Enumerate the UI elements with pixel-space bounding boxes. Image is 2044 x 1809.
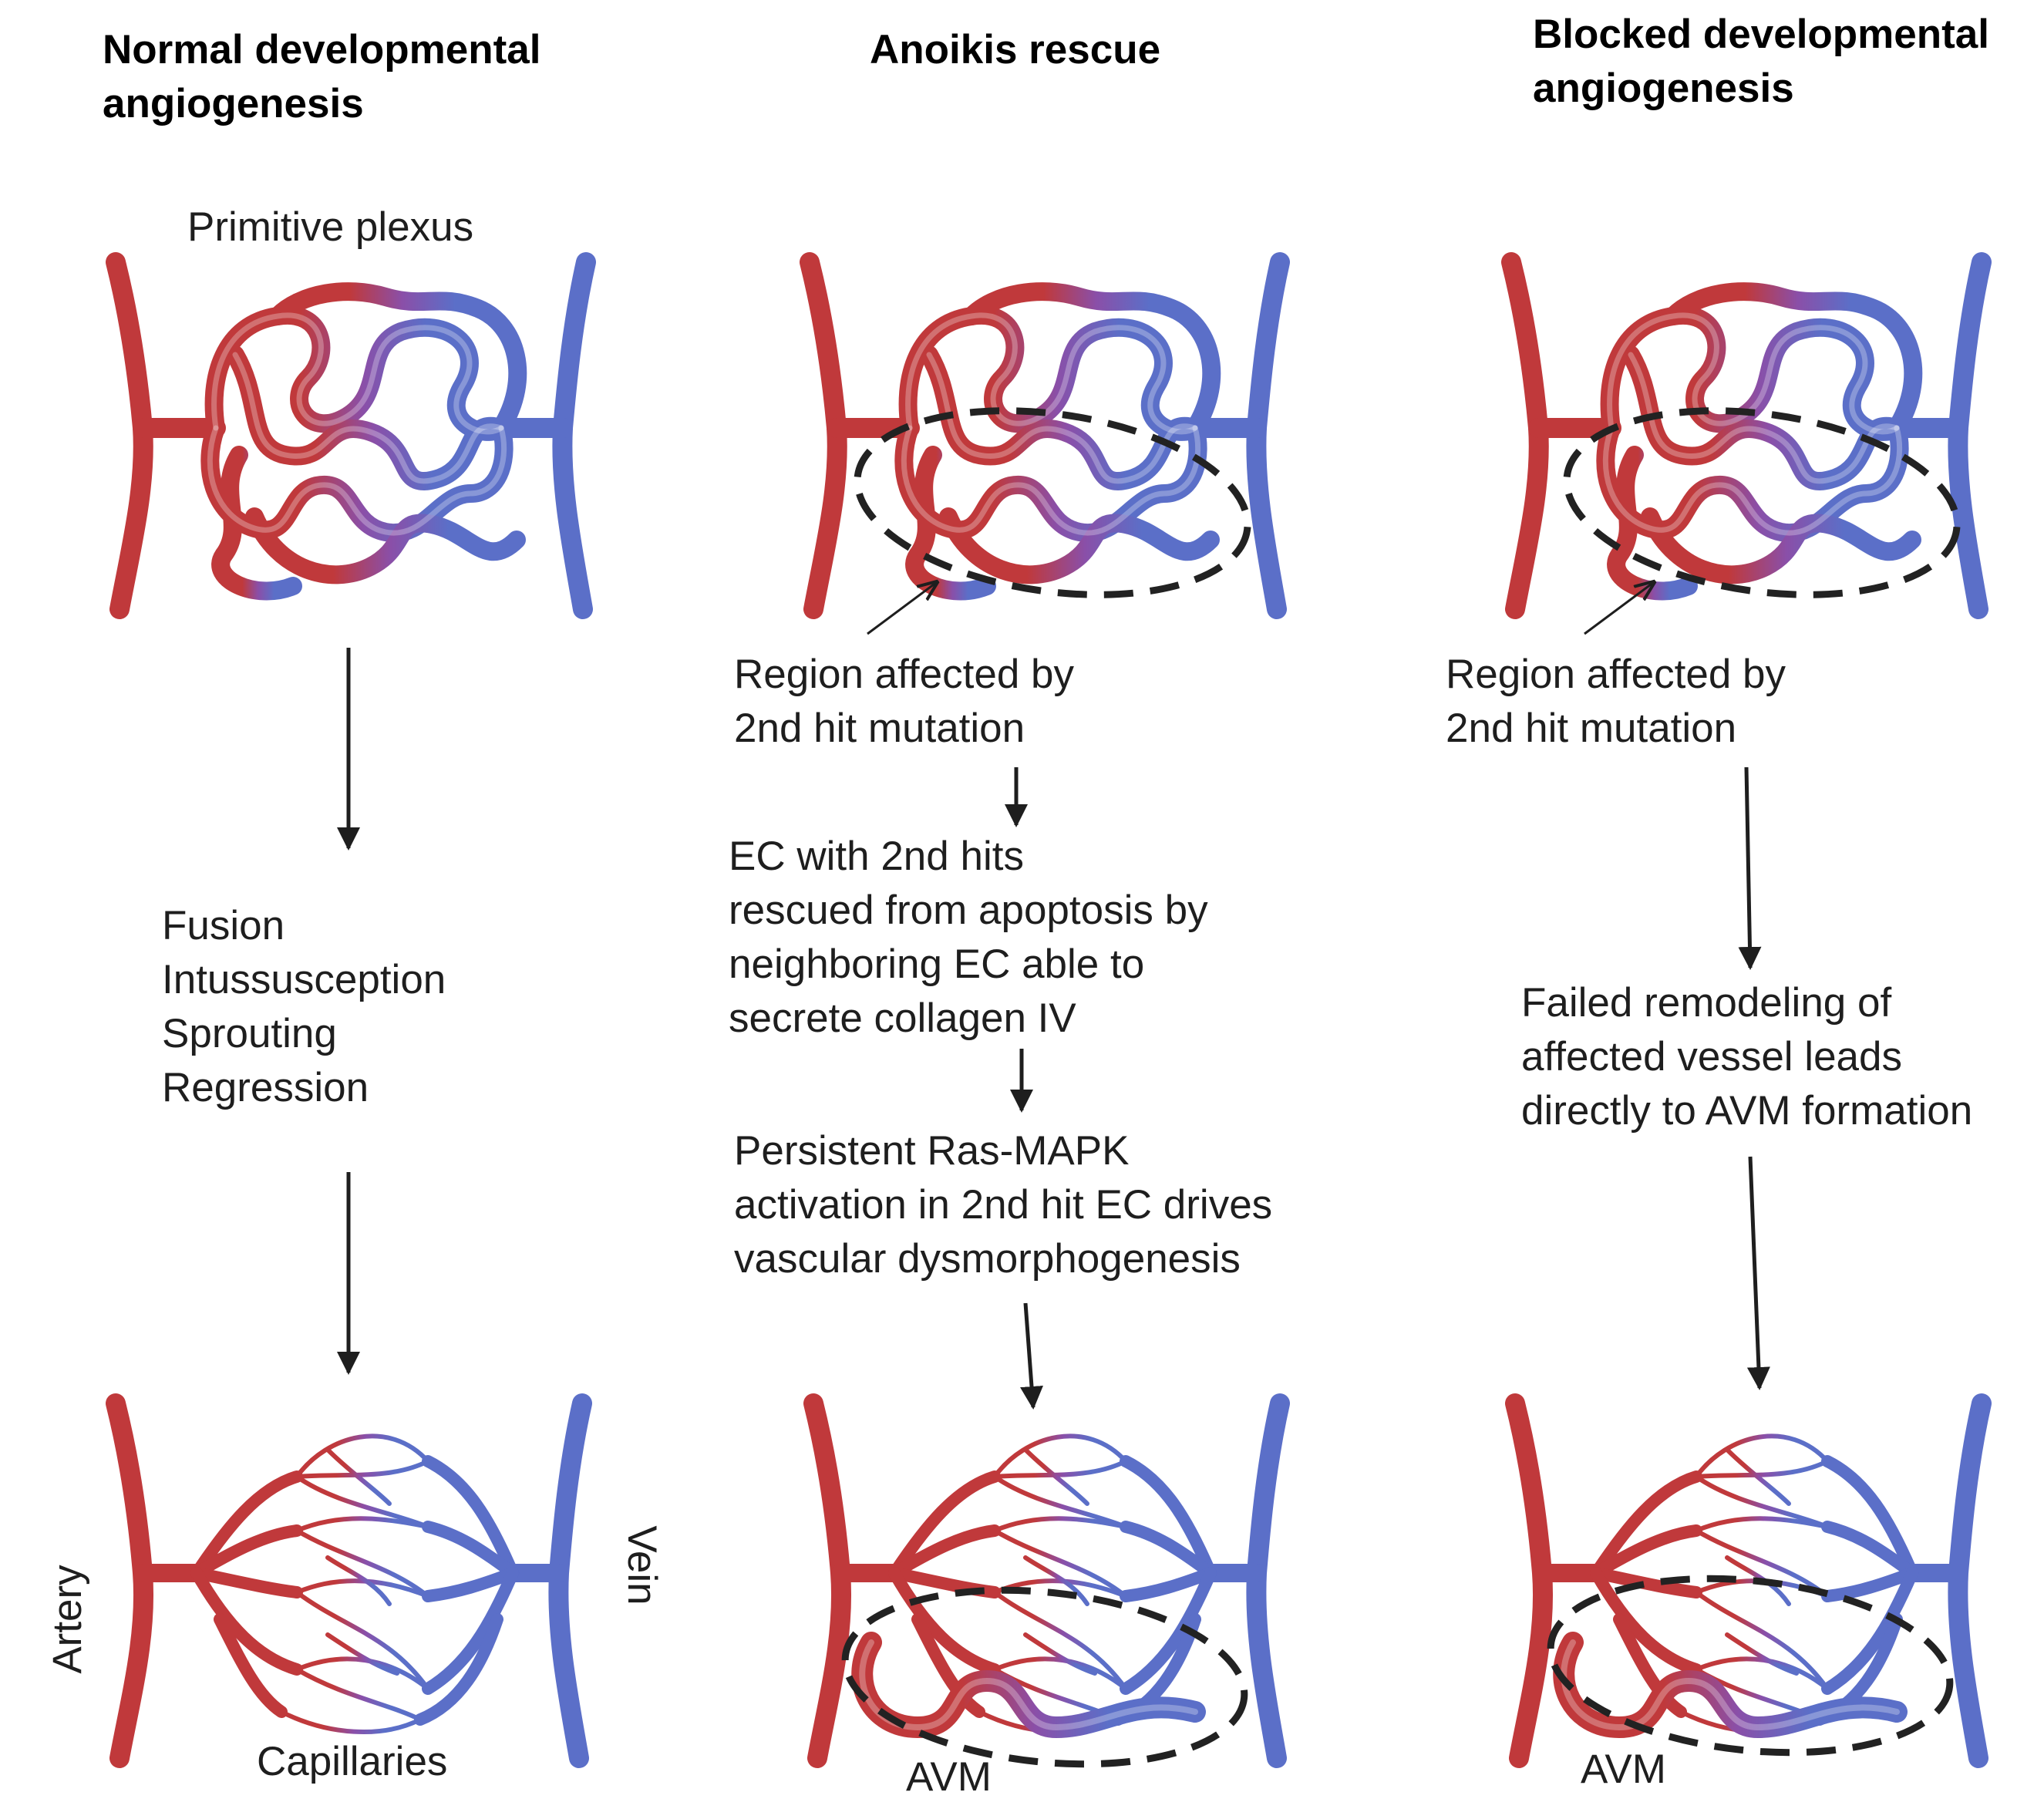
region-affected-3-line2: 2nd hit mutation [1446,706,1736,751]
step-sprouting: Sprouting [162,1011,337,1056]
col3-title-line1: Blocked developmental [1533,12,1989,57]
persistent-line1: Persistent Ras-MAPK [734,1128,1129,1174]
capillary-network-diagram-1 [116,1403,582,1758]
primitive-plexus-diagram-2 [810,262,1280,609]
failed-remodeling-line3: directly to AVM formation [1521,1088,1972,1134]
capillaries-label: Capillaries [257,1739,447,1784]
capillary-network-diagram-3 [1515,1403,1982,1758]
ec-rescued-line1: EC with 2nd hits [729,834,1024,879]
ec-rescued-line2: rescued from apoptosis by [729,888,1208,933]
avm-label-3: AVM [1581,1747,1666,1792]
region-affected-2-line1: Region affected by [734,652,1075,697]
capillary-network-diagram-2 [813,1403,1280,1758]
affected-region-ellipse-2a [854,407,1251,598]
failed-remodeling-line1: Failed remodeling of [1521,980,1891,1026]
ec-rescued-line3: neighboring EC able to [729,942,1144,987]
persistent-line3: vascular dysmorphogenesis [734,1236,1241,1282]
affected-region-ellipse-3b [1547,1575,1954,1757]
region-affected-2-line2: 2nd hit mutation [734,706,1025,751]
step-regression: Regression [162,1065,369,1110]
pointer-region-3 [1584,582,1654,635]
primitive-plexus-label: Primitive plexus [187,204,473,250]
affected-region-ellipse-3a [1563,407,1961,598]
persistent-line2: activation in 2nd hit EC drives [734,1182,1272,1228]
step-fusion: Fusion [162,903,285,948]
arrow-persistent-to-avm [1020,1302,1043,1410]
primitive-plexus-diagram-1 [116,262,586,609]
step-intussusception: Intussusception [162,957,446,1002]
col3-title-line2: angiogenesis [1533,66,1794,111]
col1-title-line2: angiogenesis [103,81,364,126]
vein-label: Vein [619,1525,665,1605]
failed-remodeling-line2: affected vessel leads [1521,1034,1902,1080]
region-affected-3-line1: Region affected by [1446,652,1786,697]
avm-label-2: AVM [906,1754,992,1800]
arrow-failed-to-avm [1746,1156,1770,1390]
pointer-region-2 [867,582,937,635]
artery-label: Artery [45,1565,90,1674]
col2-title: Anoikis rescue [870,27,1160,72]
arrow-region-to-failed [1738,766,1762,970]
primitive-plexus-diagram-3 [1511,262,1982,609]
col1-title-line1: Normal developmental [103,27,540,72]
ec-rescued-line4: secrete collagen IV [729,995,1076,1041]
affected-region-ellipse-2b [841,1586,1248,1768]
